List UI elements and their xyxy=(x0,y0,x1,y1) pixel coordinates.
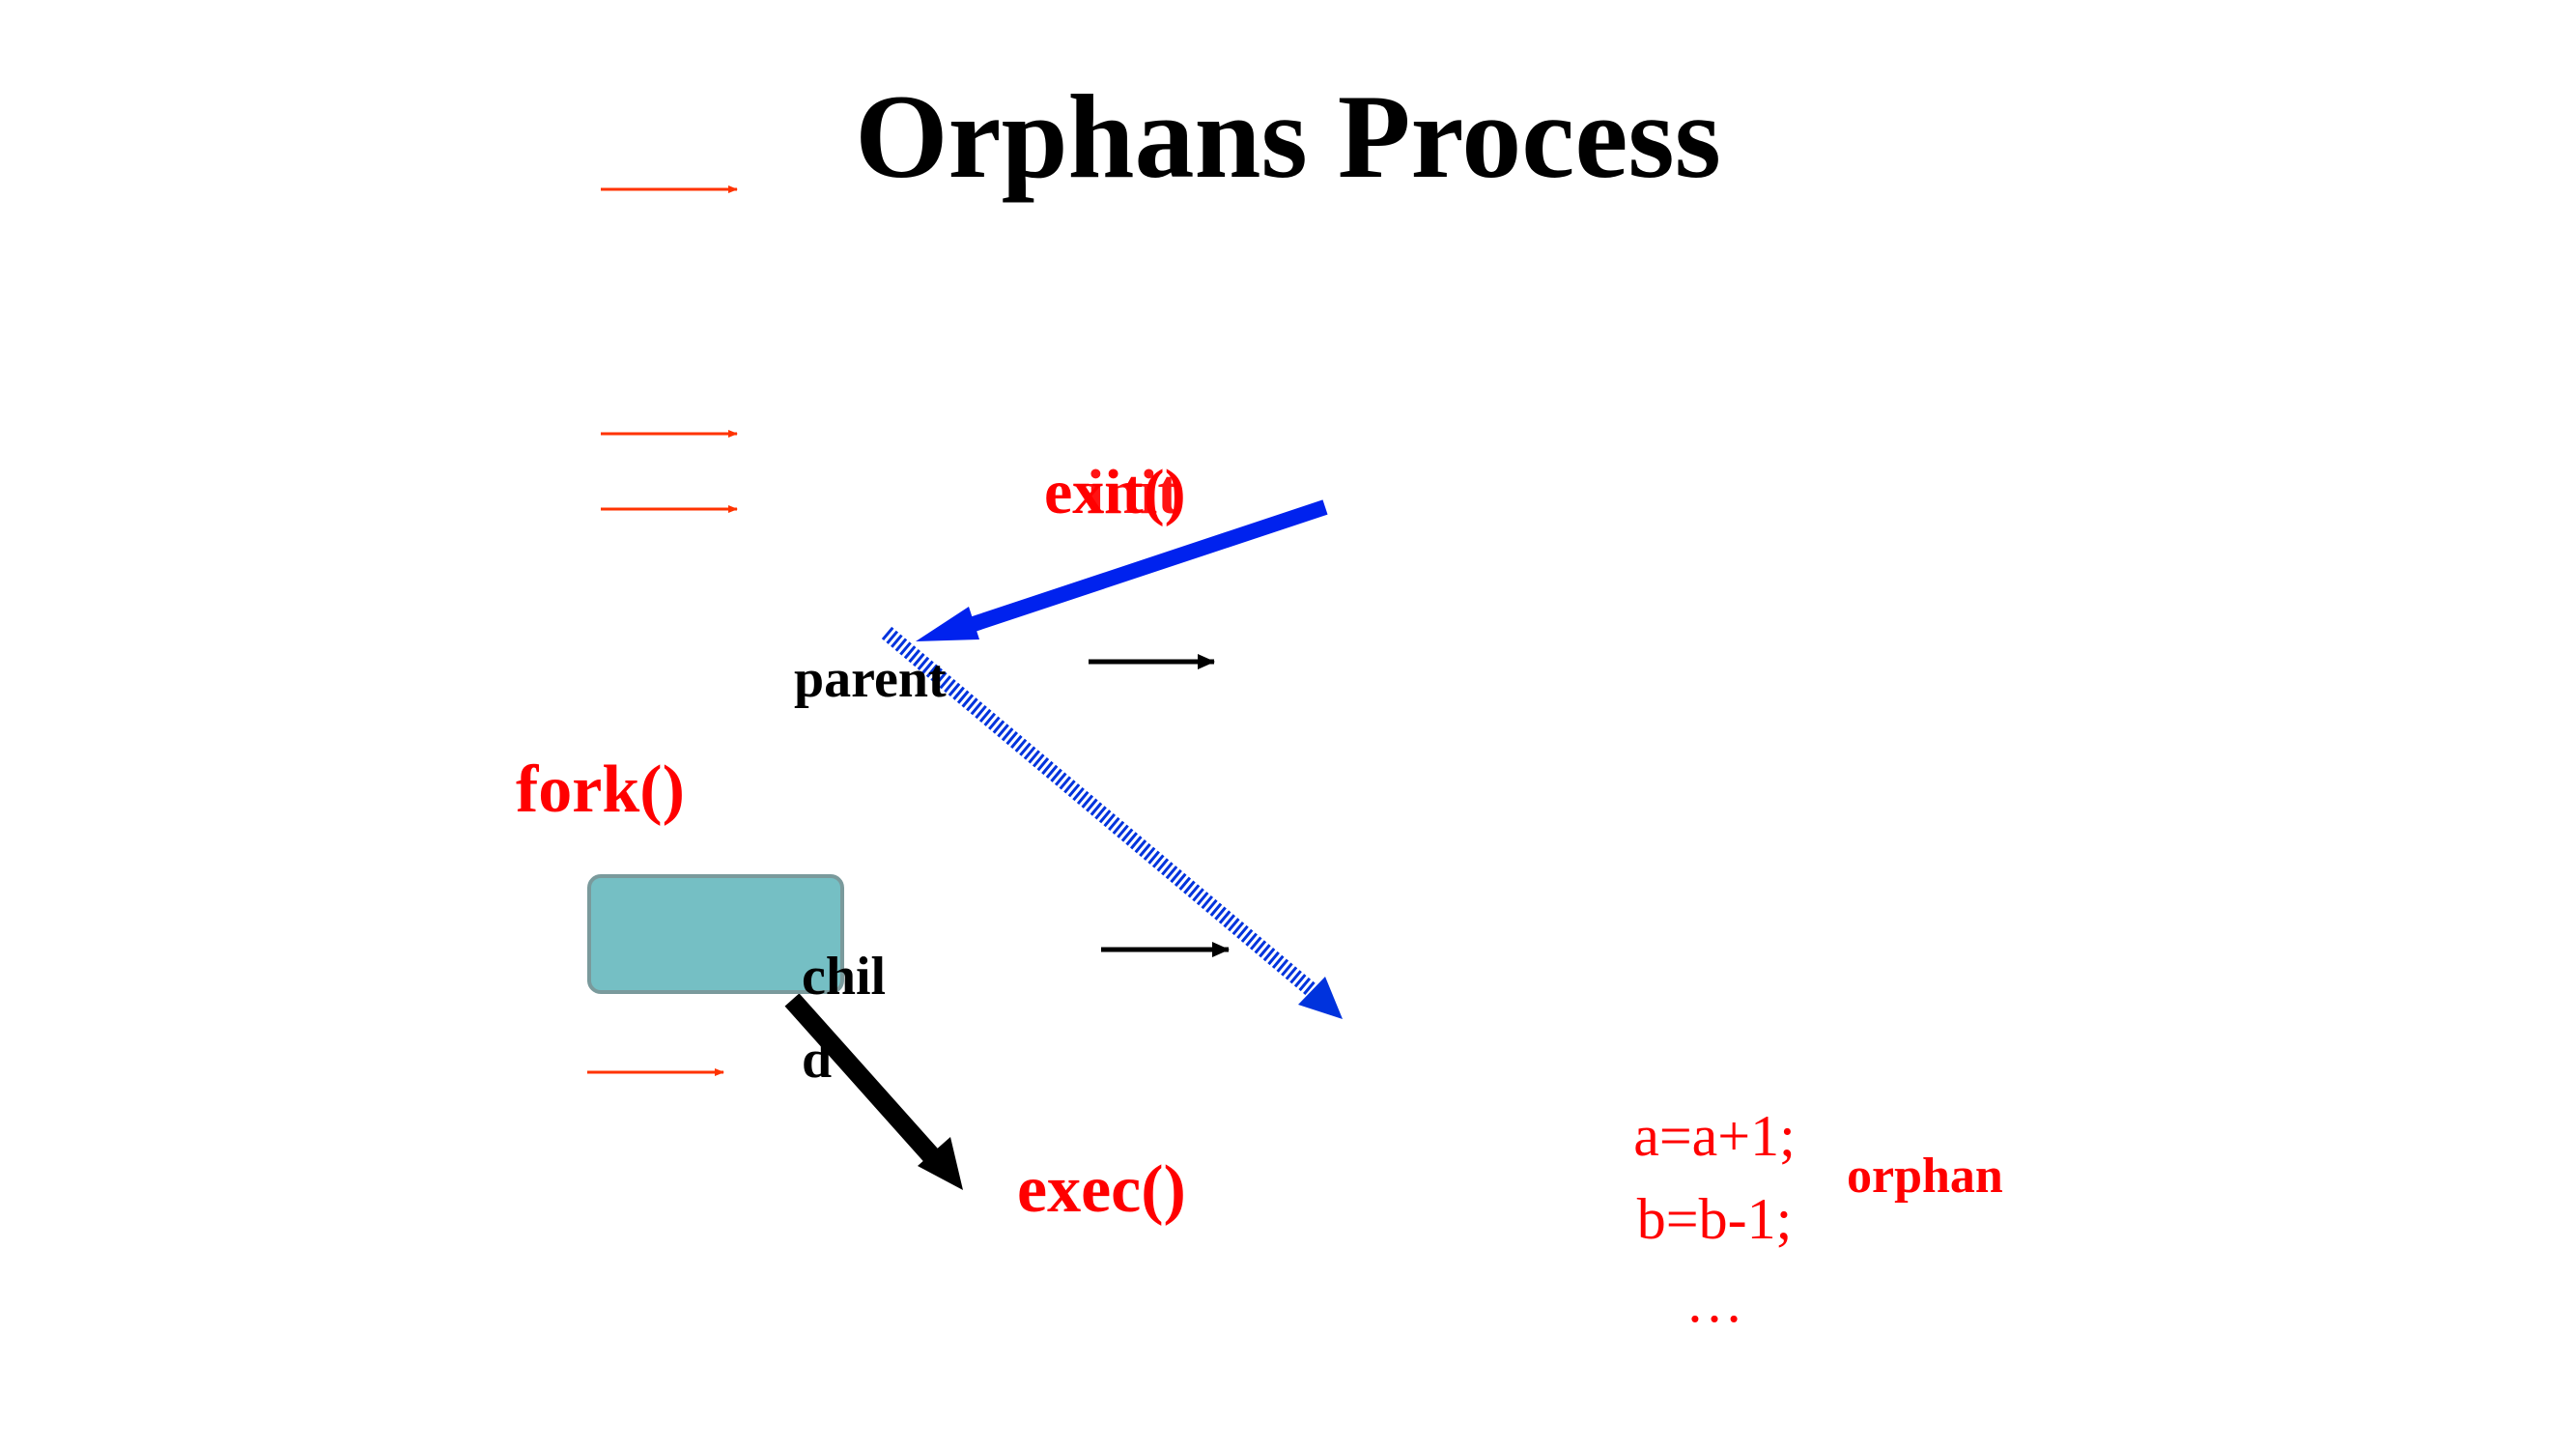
parent-label: parent xyxy=(794,649,947,709)
black-exec-arrowhead xyxy=(918,1137,963,1190)
code-line: a=a+1; xyxy=(1633,1104,1796,1168)
code-line: b=b-1; xyxy=(1636,1187,1793,1251)
exit-label: exit() xyxy=(1044,457,1186,527)
blue-adopt-arrowhead xyxy=(916,607,979,641)
blue-dashed-arrow xyxy=(881,626,1324,1003)
exec-label: exec() xyxy=(1017,1152,1186,1227)
black-exec-arrow xyxy=(784,993,945,1169)
code-line: … xyxy=(1685,1270,1743,1334)
slide-title: Orphans Process xyxy=(855,71,1721,203)
code-block: a=a+1; b=b-1; … xyxy=(1565,1094,1864,1344)
init-label: init xyxy=(1087,457,1179,527)
process-box xyxy=(587,874,844,994)
orphan-label: orphan xyxy=(1847,1149,2003,1204)
fork-label: fork() xyxy=(516,752,685,827)
child-label: child xyxy=(802,947,887,1090)
blue-adopt-arrow xyxy=(968,499,1328,633)
blue-dashed-arrowhead xyxy=(1298,977,1343,1019)
